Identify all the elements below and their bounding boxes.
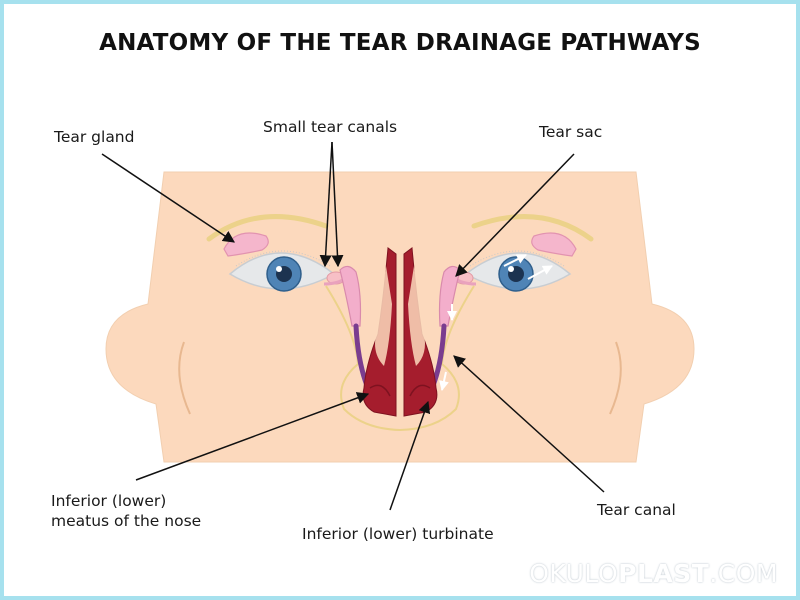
label-inferior-meatus-line1: Inferior (lower) (51, 492, 167, 510)
left-tear-gland (223, 232, 269, 257)
arrow-inferior-turbinate (389, 400, 431, 511)
watermark-logo: OKULOPLAST.COM (529, 559, 778, 588)
left-tear-sac (339, 265, 362, 327)
right-tear-sac (438, 265, 461, 327)
label-small-tear-canals: Small tear canals (263, 118, 398, 136)
nasal-cavity (362, 247, 438, 417)
watermark-part2: PLAST (618, 559, 710, 588)
label-inferior-turbinate: Inferior (lower) turbinate (302, 525, 494, 543)
label-tear-canal: Tear canal (597, 501, 676, 519)
arrow-small-tear-canal-1 (319, 141, 333, 268)
left-cheek-contour (178, 341, 191, 415)
left-eye (228, 250, 346, 292)
arrow-tear-sac (455, 153, 575, 277)
arrow-inferior-meatus (135, 392, 370, 481)
label-inferior-meatus-line2: meatus of the nose (51, 512, 202, 530)
arrow-tear-gland (101, 153, 235, 243)
diagram-title: ANATOMY OF THE TEAR DRAINAGE PATHWAYS (99, 30, 701, 56)
label-arrows (101, 141, 605, 511)
watermark-part3: .COM (709, 559, 778, 588)
label-tear-gland: Tear gland (54, 128, 135, 146)
right-eyebrow (471, 214, 594, 242)
arrow-small-tear-canal-2 (331, 141, 344, 268)
watermark-part1: OKULO (529, 559, 619, 588)
right-tear-gland (531, 232, 577, 257)
left-eyebrow (206, 214, 329, 242)
arrow-tear-canal (453, 355, 605, 493)
right-cheek-contour (609, 341, 622, 415)
label-tear-sac: Tear sac (539, 123, 603, 141)
right-eye (454, 250, 572, 292)
label-inferior-meatus: Inferior (lower) meatus of the nose (51, 491, 201, 531)
face-anatomy-illustration (101, 141, 695, 511)
